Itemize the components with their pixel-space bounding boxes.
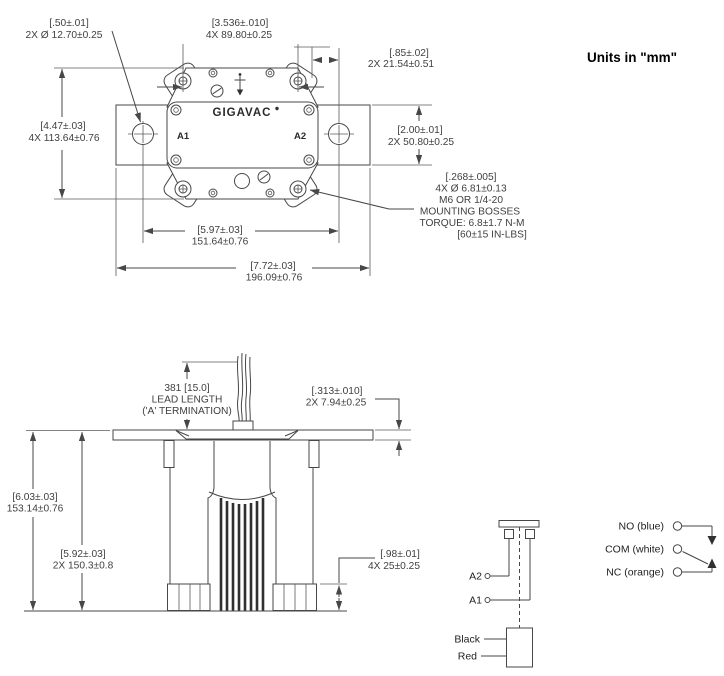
- svg-text:381 [15.0]: 381 [15.0]: [164, 383, 209, 394]
- a2-terminal-icon: [484, 573, 491, 579]
- mounting-hole-right-cross: [330, 125, 348, 143]
- coil-box: [506, 627, 533, 668]
- label-red-wire: Red: [458, 651, 477, 663]
- dim-hole-offset: [.85±.02] 2X 21.54±0.51: [294, 46, 435, 78]
- svg-text:[.85±.02]: [.85±.02]: [389, 48, 429, 59]
- nc-arrow-icon: [707, 558, 717, 568]
- stud-left: [163, 440, 175, 468]
- svg-text:('A' TERMINATION): ('A' TERMINATION): [142, 406, 232, 417]
- svg-text:[.313±.010]: [.313±.010]: [312, 386, 363, 397]
- svg-text:M6 OR 1/4-20: M6 OR 1/4-20: [439, 195, 503, 206]
- dim-hole-span: [5.97±.03] 151.64±0.76: [143, 225, 339, 248]
- dim-total-height: [6.03±.03] 153.14±0.76: [7, 430, 110, 611]
- svg-text:2X 21.54±0.51: 2X 21.54±0.51: [368, 59, 435, 70]
- dim-lead-length: 381 [15.0] LEAD LENGTH ('A' TERMINATION): [142, 361, 237, 430]
- top-view-drawing: GIGAVAC A1 A2 [.50±.01] 2X Ø 12.70±0.25 …: [26, 18, 527, 284]
- svg-text:151.64±0.76: 151.64±0.76: [192, 237, 249, 248]
- a1-terminal-icon: [484, 597, 491, 603]
- tray-clips: [175, 430, 299, 437]
- no-arrow-icon: [707, 536, 717, 545]
- svg-text:[5.97±.03]: [5.97±.03]: [197, 225, 242, 236]
- svg-text:196.09±0.76: 196.09±0.76: [246, 273, 303, 284]
- label-a2: A2: [469, 571, 482, 583]
- label-no: NO (blue): [618, 521, 664, 533]
- terminal-post-right: [525, 529, 535, 539]
- svg-text:[6.03±.03]: [6.03±.03]: [12, 492, 57, 503]
- contact-bar: [498, 520, 540, 528]
- svg-text:4X 25±0.25: 4X 25±0.25: [368, 561, 420, 572]
- dim-boss-spacing: [3.536±.010] 4X 89.80±0.25: [157, 18, 324, 92]
- coil-label-a2: A2: [294, 131, 306, 142]
- svg-text:[4.47±.03]: [4.47±.03]: [40, 121, 85, 132]
- coil-label-a1: A1: [177, 131, 190, 142]
- coil-schematic: A2 A1 Black Red: [454, 520, 540, 668]
- body-corner-bosses: [170, 104, 315, 166]
- bottom-port: [234, 173, 250, 189]
- lead-terminal-block: [232, 420, 254, 431]
- svg-text:153.14±0.76: 153.14±0.76: [7, 504, 64, 515]
- svg-text:[3.536±.010]: [3.536±.010]: [212, 18, 269, 29]
- dim-foot-height: [.98±.01] 4X 25±0.25: [320, 549, 420, 611]
- svg-text:4X 113.64±0.76: 4X 113.64±0.76: [28, 133, 99, 144]
- top-seal-tray: [175, 430, 299, 440]
- label-a1: A1: [469, 595, 482, 607]
- vent-screw-icon: [210, 84, 224, 98]
- registered-mark-icon: [275, 106, 279, 111]
- svg-text:4X 89.80±0.25: 4X 89.80±0.25: [206, 30, 273, 41]
- units-note: Units in "mm": [587, 50, 677, 65]
- wiring-diagram: A2 A1 Black Red NO (blue) COM (white) NC…: [454, 520, 717, 668]
- side-view-drawing: 381 [15.0] LEAD LENGTH ('A' TERMINATION)…: [7, 352, 420, 612]
- svg-text:[.50±.01]: [.50±.01]: [49, 18, 89, 29]
- svg-text:LEAD LENGTH: LEAD LENGTH: [152, 395, 223, 406]
- svg-text:2X 150.3±0.8: 2X 150.3±0.8: [53, 561, 114, 572]
- label-com: COM (white): [605, 544, 664, 556]
- svg-text:[.98±.01]: [.98±.01]: [380, 549, 420, 560]
- dim-body-height: [5.92±.03] 2X 150.3±0.8: [53, 431, 114, 611]
- svg-text:[7.72±.03]: [7.72±.03]: [250, 261, 295, 272]
- body-shell: [169, 441, 314, 584]
- bottom-slotted-screw-icon: [257, 170, 271, 184]
- mounting-boss-screws: [174, 72, 307, 198]
- nc-terminal-icon: [672, 567, 683, 577]
- dim-vertical-spacing: [4.47±.03] 4X 113.64±0.76: [28, 67, 184, 200]
- svg-text:2X 50.80±0.25: 2X 50.80±0.25: [388, 137, 455, 148]
- svg-text:[.268±.005]: [.268±.005]: [446, 172, 497, 183]
- svg-text:4X Ø 6.81±0.13: 4X Ø 6.81±0.13: [435, 184, 507, 195]
- label-nc: NC (orange): [606, 567, 664, 579]
- dim-plate-width: [7.72±.03] 196.09±0.76: [115, 168, 371, 284]
- edge-bosses: [208, 68, 275, 198]
- dim-plate-thickness: [.313±.010] 2X 7.94±0.25: [306, 386, 411, 456]
- svg-text:MOUNTING BOSSES: MOUNTING BOSSES: [420, 207, 520, 218]
- relay-body: [166, 101, 319, 169]
- lead-wires: [236, 352, 252, 423]
- feet: [167, 583, 317, 611]
- stud-right: [308, 440, 320, 468]
- svg-text:TORQUE: 6.8±1.7 N-M: TORQUE: 6.8±1.7 N-M: [419, 218, 524, 229]
- ceramic-column: [207, 487, 277, 611]
- label-black-wire: Black: [454, 634, 480, 646]
- dim-plate-height: [2.00±.01] 2X 50.80±0.25: [372, 104, 455, 166]
- svg-text:2X 7.94±0.25: 2X 7.94±0.25: [306, 398, 367, 409]
- no-terminal-icon: [672, 521, 683, 531]
- svg-text:[60±15 IN-LBS]: [60±15 IN-LBS]: [457, 230, 527, 241]
- com-terminal-icon: [672, 544, 683, 554]
- brand-logo: GIGAVAC: [213, 107, 272, 119]
- side-mounting-plate: [112, 429, 374, 441]
- orientation-mark-icon: [234, 73, 246, 96]
- aux-contact-schematic: NO (blue) COM (white) NC (orange): [605, 521, 717, 579]
- svg-text:[2.00±.01]: [2.00±.01]: [397, 125, 442, 136]
- ceramic-ribs: [219, 498, 265, 611]
- svg-text:2X Ø 12.70±0.25: 2X Ø 12.70±0.25: [26, 30, 103, 41]
- svg-text:[5.92±.03]: [5.92±.03]: [60, 549, 105, 560]
- mounting-hole-left-cross: [134, 125, 152, 143]
- mounting-bosses-note: [.268±.005] 4X Ø 6.81±0.13 M6 OR 1/4-20 …: [309, 172, 527, 241]
- terminal-post-left: [504, 529, 514, 539]
- dim-hole-callout: [.50±.01] 2X Ø 12.70±0.25: [26, 18, 141, 123]
